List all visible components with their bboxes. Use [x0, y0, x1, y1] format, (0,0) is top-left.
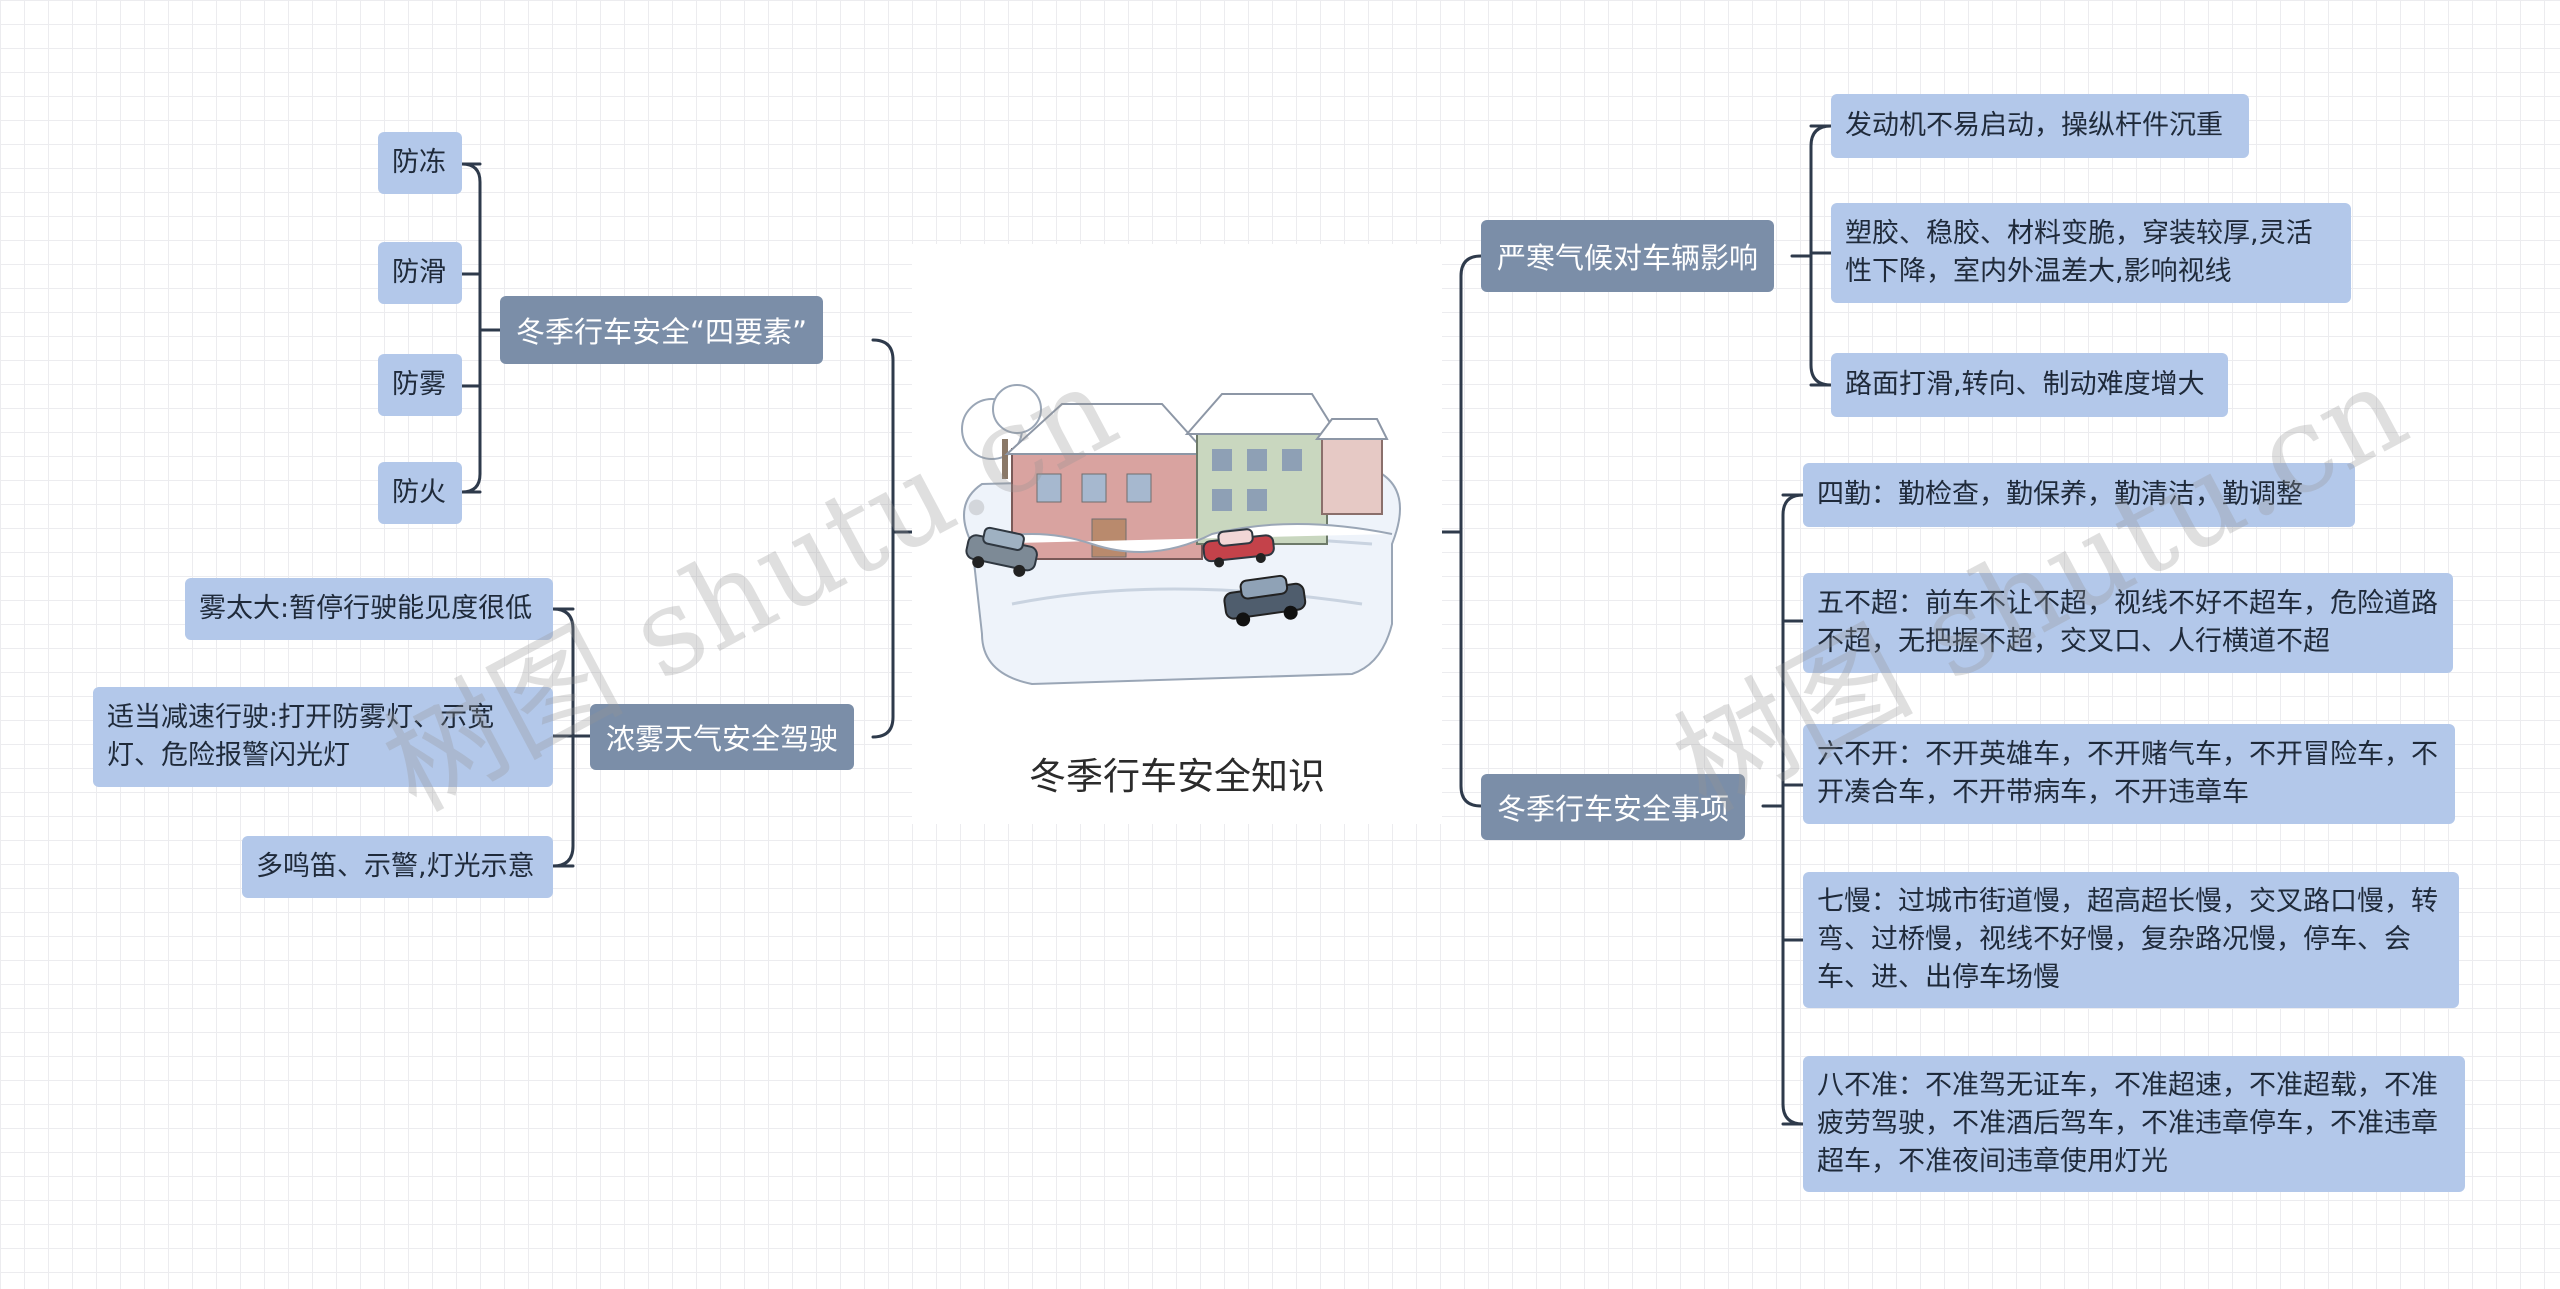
leaf-materials-brittle[interactable]: 塑胶、稳胶、材料变脆，穿装较厚,灵活性下降，室内外温差大,影响视线 [1831, 203, 2351, 303]
leaf-six-no-drive[interactable]: 六不开：不开英雄车，不开赌气车，不开冒险车，不开凑合车，不开带病车，不开违章车 [1803, 724, 2455, 824]
central-topic[interactable] [912, 244, 1442, 824]
leaf-four-diligence[interactable]: 四勤：勤检查，勤保养，勤清洁，勤调整 [1803, 463, 2355, 527]
branch-safety-items[interactable]: 冬季行车安全事项 [1481, 774, 1745, 840]
leaf-anti-freeze[interactable]: 防冻 [378, 132, 462, 194]
leaf-eight-forbidden[interactable]: 八不准：不准驾无证车，不准超速，不准超载，不准疲劳驾驶，不准酒后驾车，不准违章停… [1803, 1056, 2465, 1192]
branch-fog-driving[interactable]: 浓雾天气安全驾驶 [590, 704, 854, 770]
leaf-seven-slow[interactable]: 七慢：过城市街道慢，超高超长慢，交叉路口慢，转弯、过桥慢，视线不好慢，复杂路况慢… [1803, 872, 2459, 1008]
leaf-engine-start[interactable]: 发动机不易启动，操纵杆件沉重 [1831, 94, 2249, 158]
leaf-anti-fog[interactable]: 防雾 [378, 354, 462, 416]
leaf-fog-horn[interactable]: 多鸣笛、示警,灯光示意 [242, 836, 553, 898]
central-topic-title: 冬季行车安全知识 [912, 746, 1442, 800]
leaf-fog-slow-lights[interactable]: 适当减速行驶:打开防雾灯、示宽灯、危险报警闪光灯 [93, 687, 553, 787]
leaf-five-no-overtake[interactable]: 五不超：前车不让不超，视线不好不超车，危险道路不超，无把握不超，交叉口、人行横道… [1803, 573, 2453, 673]
leaf-anti-fire[interactable]: 防火 [378, 462, 462, 524]
branch-four-elements[interactable]: 冬季行车安全“四要素” [500, 296, 823, 364]
branch-cold-impact[interactable]: 严寒气候对车辆影响 [1481, 220, 1774, 292]
leaf-anti-slip[interactable]: 防滑 [378, 242, 462, 304]
leaf-fog-stop[interactable]: 雾太大:暂停行驶能见度很低 [185, 578, 553, 640]
leaf-road-slippery[interactable]: 路面打滑,转向、制动难度增大 [1831, 353, 2228, 417]
snowy-village-illustration [912, 244, 1442, 704]
